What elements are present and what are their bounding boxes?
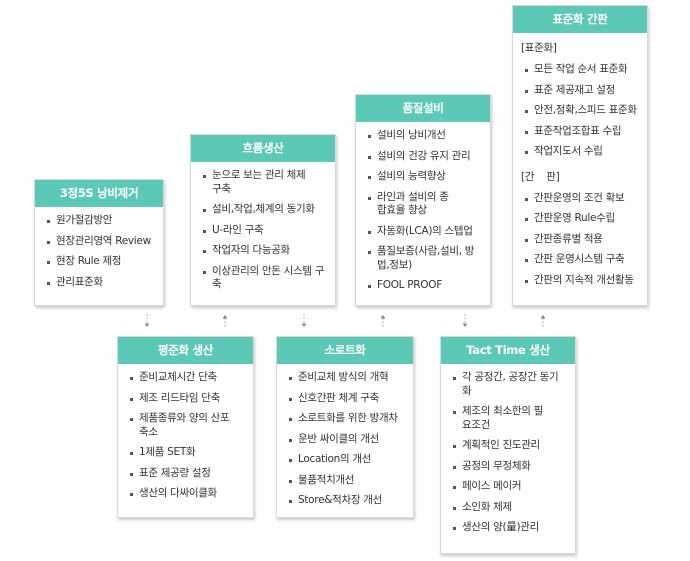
list-item: 원가절감방안	[47, 214, 155, 228]
card-title: 소로트화	[277, 337, 413, 364]
list-item: 현장관리영역 Review	[47, 235, 155, 249]
list-item: 생산의 다싸이클화	[130, 487, 245, 501]
item-list: 간판운영의 조건 확보 간판운영 Rule수립 간판종류별 적용 간판 운영시스…	[525, 192, 639, 288]
list-item: 간판종류별 적용	[525, 233, 639, 247]
item-list: 각 공정간, 공장간 동기화 제조의 최소한의 필요조건 계획적인 진도관리 공…	[453, 371, 567, 535]
item-list: 눈으로 보는 관리 체제구축 설비,작업,체계의 동기화 U-라인 구축 작업자…	[203, 169, 327, 292]
list-item: 소인화 체제	[453, 501, 567, 515]
connector-arrow-down	[298, 313, 310, 329]
list-item: 설비,작업,체계의 동기화	[203, 203, 327, 217]
list-item: 소로트화를 위한 방개차	[289, 412, 405, 426]
list-item: Location의 개선	[289, 453, 405, 467]
list-item: 작업자의 다능공화	[203, 244, 327, 258]
list-item: 이상관리의 안돈 시스템 구축	[203, 265, 327, 292]
list-item: 눈으로 보는 관리 체제구축	[203, 169, 312, 196]
list-item: 생산의 양(量)관리	[453, 521, 567, 535]
connector-arrow-up	[377, 313, 389, 329]
card-3s5s-waste-removal: 3정5S 낭비제거 원가절감방안 현장관리영역 Review 현장 Rule 제…	[34, 179, 164, 306]
section-label-standardization: [표준화]	[521, 42, 557, 54]
card-title: 품질설비	[356, 95, 490, 122]
list-item: 표준작업조합표 수립	[525, 125, 639, 139]
list-item: 간판운영 Rule수립	[525, 212, 639, 226]
list-item: 모든 작업 순서 표준화	[525, 63, 639, 77]
list-item: 안전,정확,스피드 표준화	[525, 104, 639, 118]
card-title: 평준화 생산	[118, 337, 253, 364]
list-item: 신호간판 체계 구축	[289, 392, 405, 406]
card-tact-time-production: Tact Time 생산 각 공정간, 공장간 동기화 제조의 최소한의 필요조…	[440, 336, 576, 554]
item-list: 모든 작업 순서 표준화 표준 제공재고 설정 안전,정확,스피드 표준화 표준…	[525, 63, 639, 159]
list-item: 표준 제공재고 설정	[525, 84, 639, 98]
list-item: 준비교체시간 단축	[130, 371, 245, 385]
list-item: 1제품 SET화	[130, 446, 245, 460]
card-title: 3정5S 낭비제거	[35, 180, 163, 207]
list-item: 간판의 지속적 개선활동	[525, 274, 639, 288]
section-label-kanban: [간 판]	[521, 170, 560, 183]
list-item: 제조의 최소한의 필요조건	[453, 405, 552, 432]
connector-arrow-up	[537, 313, 549, 329]
list-item: 간판 운영시스템 구축	[525, 253, 639, 267]
list-item: FOOL PROOF	[368, 279, 482, 293]
card-title: Tact Time 생산	[441, 337, 575, 364]
list-item: 설비의 능력향상	[368, 170, 482, 184]
connector-arrow-down	[141, 313, 153, 329]
list-item: 공정의 무정체화	[453, 460, 567, 474]
connector-arrow-down	[459, 313, 471, 329]
list-item: 계획적인 진도관리	[453, 439, 567, 453]
list-item: 페이스 메이커	[453, 480, 567, 494]
item-list: 원가절감방안 현장관리영역 Review 현장 Rule 제정 관리표준화	[47, 214, 155, 289]
item-list: 준비교체시간 단축 제조 리드타임 단축 제품종류와 양의 산포 축소 1제품 …	[130, 371, 245, 501]
card-title: 표준화 간판	[513, 6, 647, 33]
card-small-lot: 소로트화 준비교체 방식의 개혁 신호간판 체계 구축 소로트화를 위한 방개차…	[276, 336, 414, 518]
list-item: 제조 리드타임 단축	[130, 392, 245, 406]
list-item: 라인과 설비의 종합효율 향상	[368, 191, 457, 218]
card-title: 흐름생산	[191, 135, 335, 162]
list-item: 작업지도서 수립	[525, 145, 639, 159]
list-item: 표준 제공량 설정	[130, 467, 245, 481]
list-item: Store&적차장 개선	[289, 494, 405, 508]
connector-arrow-up	[219, 313, 231, 329]
list-item: 자동화(LCA)의 스텝업	[368, 225, 482, 239]
list-item: 품질보증(사람,설비, 방법,정보)	[368, 245, 485, 272]
card-standardization-kanban: 표준화 간판 [표준화] 모든 작업 순서 표준화 표준 제공재고 설정 안전,…	[512, 5, 648, 306]
list-item: U-라인 구축	[203, 224, 327, 238]
list-item: 물품적치개선	[289, 474, 405, 488]
card-flow-production: 흐름생산 눈으로 보는 관리 체제구축 설비,작업,체계의 동기화 U-라인 구…	[190, 134, 336, 306]
list-item: 설비의 건강 유지 관리	[368, 150, 482, 164]
list-item: 준비교체 방식의 개혁	[289, 371, 405, 385]
item-list: 준비교체 방식의 개혁 신호간판 체계 구축 소로트화를 위한 방개차 운반 싸…	[289, 371, 405, 508]
list-item: 관리표준화	[47, 276, 155, 290]
card-leveled-production: 평준화 생산 준비교체시간 단축 제조 리드타임 단축 제품종류와 양의 산포 …	[117, 336, 254, 518]
list-item: 제품종류와 양의 산포 축소	[130, 412, 239, 439]
list-item: 각 공정간, 공장간 동기화	[453, 371, 562, 398]
list-item: 현장 Rule 제정	[47, 255, 155, 269]
card-quality-equipment: 품질설비 설비의 낭비개선 설비의 건강 유지 관리 설비의 능력향상 라인과 …	[355, 94, 491, 306]
list-item: 간판운영의 조건 확보	[525, 192, 639, 206]
item-list: 설비의 낭비개선 설비의 건강 유지 관리 설비의 능력향상 라인과 설비의 종…	[368, 129, 482, 293]
list-item: 운반 싸이클의 개선	[289, 433, 405, 447]
list-item: 설비의 낭비개선	[368, 129, 482, 143]
